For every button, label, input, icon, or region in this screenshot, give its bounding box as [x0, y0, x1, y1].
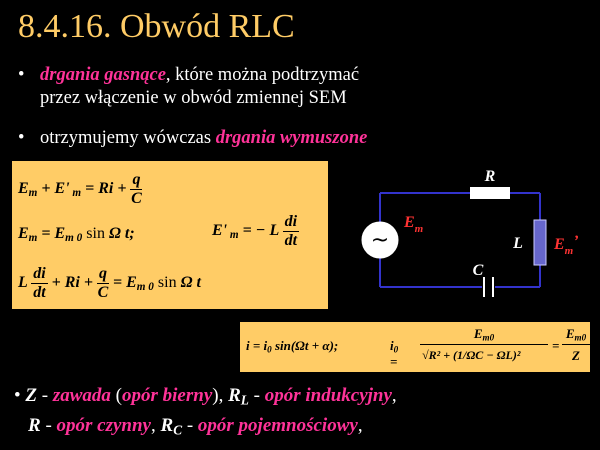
term-zawada: zawada [52, 385, 111, 406]
term-opor-indukcyjny: opór indukcyjny [264, 385, 392, 406]
bullet-2-plain: otrzymujemy wówczas [40, 128, 216, 148]
bullet-dot: • [18, 65, 25, 85]
bullet-2-text: otrzymujemy wówczas drgania wymuszone [18, 128, 367, 149]
inductor-symbol [533, 219, 547, 266]
capacitor-symbol [483, 277, 494, 297]
bullet-1-highlight: drgania gasnące [40, 65, 166, 85]
slide-title: 8.4.16. Obwód RLC [18, 8, 295, 45]
label-Em: Em [403, 214, 424, 235]
label-C: C [473, 262, 484, 279]
resistor-symbol [470, 187, 510, 199]
bullet-1-line2: przez włączenie w obwód zmiennej SEM [40, 88, 347, 108]
definition-line-1: • Z - zawada (opór bierny), RL - opór in… [14, 385, 397, 408]
bullet-1-rest: , które można podtrzymać [165, 65, 360, 85]
term-opor-bierny: opór bierny [122, 385, 213, 406]
equation-current: i = i0 sin(Ωt + α); [246, 338, 339, 355]
label-L: L [512, 235, 523, 252]
equation-2: Em = Em 0 sin Ω t; [18, 225, 135, 244]
term-opor-pojemnosciowy: opór pojemnościowy [197, 415, 358, 437]
impedance-equation-box: i = i0 sin(Ωt + α); i0 = Em0 √R² + (1/ΩC… [240, 322, 590, 372]
label-R: R [484, 168, 496, 185]
bullet-1-text: drgania gasnące, które można podtrzymać p… [18, 64, 578, 110]
term-opor-czynny: opór czynny [56, 415, 151, 437]
ac-source-symbol [361, 221, 399, 259]
bullet-2-highlight: drgania wymuszone [215, 128, 368, 148]
bullet-1: • drgania gasnące, które można podtrzyma… [18, 64, 578, 110]
rlc-circuit-diagram: ~ R L C Em Em’ [361, 168, 579, 297]
ac-source-tilde: ~ [371, 228, 389, 253]
bullet-dot: • [18, 128, 25, 148]
definition-line-2: R - opór czynny, RC - opór pojemnościowy… [28, 415, 363, 438]
label-Emprime: Em’ [553, 233, 579, 257]
bottom-definitions: • Z - zawada (opór bierny), RL - opór in… [14, 383, 594, 444]
bullet-2: • otrzymujemy wówczas drgania wymuszone [18, 128, 367, 149]
